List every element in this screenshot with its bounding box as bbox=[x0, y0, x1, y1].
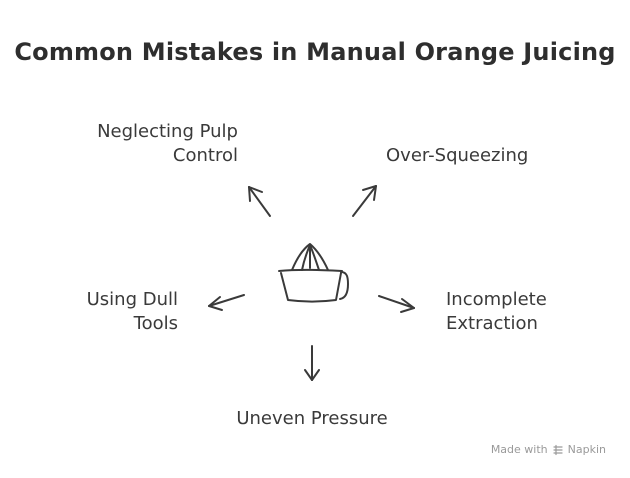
arrow-pressure bbox=[304, 345, 320, 381]
arrow-squeeze bbox=[352, 185, 377, 217]
mistake-label-line: Incomplete bbox=[446, 289, 547, 310]
napkin-logo-icon bbox=[553, 444, 563, 455]
mistake-label-line: Tools bbox=[133, 313, 178, 334]
mistake-label-line: Control bbox=[172, 145, 238, 166]
mistake-label-line: Extraction bbox=[446, 313, 538, 334]
mistake-label-line: Uneven Pressure bbox=[236, 408, 388, 429]
arrow-pulp bbox=[248, 186, 271, 217]
mistake-over-squeezing: Over-Squeezing bbox=[386, 144, 528, 168]
watermark-brand: Napkin bbox=[567, 443, 606, 456]
mistake-uneven-pressure: Uneven Pressure bbox=[212, 407, 412, 431]
mistake-label-line: Over-Squeezing bbox=[386, 145, 529, 166]
juicer-icon bbox=[278, 243, 349, 303]
made-with-napkin-watermark[interactable]: Made with Napkin bbox=[491, 443, 606, 456]
watermark-prefix: Made with bbox=[490, 443, 548, 456]
arrow-extraction bbox=[378, 295, 415, 313]
mistake-neglecting-pulp-control: Neglecting Pulp Control bbox=[60, 120, 238, 168]
mistake-label-line: Using Dull bbox=[86, 289, 178, 310]
diagram-title: Common Mistakes in Manual Orange Juicing bbox=[14, 38, 616, 66]
arrow-tools bbox=[208, 294, 245, 311]
mistake-label-line: Neglecting Pulp bbox=[97, 121, 238, 142]
mistake-using-dull-tools: Using Dull Tools bbox=[50, 288, 178, 336]
mistake-incomplete-extraction: Incomplete Extraction bbox=[446, 288, 547, 336]
